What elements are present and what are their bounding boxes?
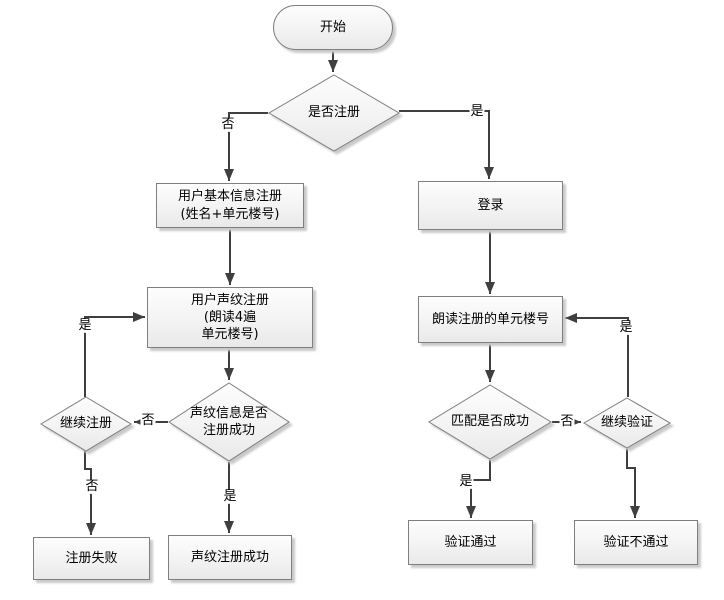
- node-user-voiceprint-register: 用户声纹注册 (朗读4遍 单元楼号): [147, 287, 313, 348]
- edge-label-continue-register-no: 否: [84, 478, 100, 495]
- node-is-registered-label: 是否注册: [307, 105, 360, 121]
- edge-label-continue-register-yes: 是: [77, 317, 93, 334]
- node-user-basic-info-register: 用户基本信息注册 (姓名+单元楼号): [156, 183, 304, 228]
- node-continue-verify-label: 继续验证: [600, 415, 653, 431]
- node-verify-not-passed-label: 验证不通过: [603, 534, 669, 550]
- node-read-registered-unit-number: 朗读注册的单元楼号: [418, 296, 563, 343]
- node-voiceprint-register-success: 声纹注册成功: [168, 535, 292, 580]
- node-verify-not-passed: 验证不通过: [574, 520, 698, 565]
- edge-match-yes: [466, 460, 491, 518]
- edge-continue-register-yes: [84, 312, 145, 397]
- edge-label-voiceprint-ok-no: 否: [140, 412, 156, 429]
- node-read-registered-unit-number-label: 朗读注册的单元楼号: [431, 311, 549, 327]
- node-decision-is-registered: 是否注册: [268, 74, 400, 152]
- node-login: 登录: [418, 181, 563, 230]
- diamond-shape: [268, 74, 400, 152]
- node-decision-continue-register: 继续注册: [40, 396, 132, 452]
- edge-is-registered-yes: [399, 110, 494, 179]
- node-user-voiceprint-register-label: 用户声纹注册 (朗读4遍 单元楼号): [190, 292, 269, 343]
- node-voiceprint-register-success-label: 声纹注册成功: [190, 549, 269, 565]
- node-start-label: 开始: [319, 19, 346, 35]
- node-match-ok-label: 匹配是否成功: [450, 414, 529, 430]
- node-decision-continue-verify: 继续验证: [583, 397, 671, 449]
- edge-label-match-yes: 是: [458, 473, 474, 490]
- edge-label-continue-verify-yes: 是: [618, 319, 634, 336]
- node-start: 开始: [273, 5, 393, 50]
- node-register-failed-label: 注册失败: [65, 550, 118, 566]
- edge-label-match-no: 否: [559, 413, 575, 430]
- node-verify-passed: 验证通过: [408, 520, 533, 565]
- diamond-shape: [168, 382, 290, 462]
- edge-continue-verify-no: [626, 449, 640, 518]
- node-user-basic-info-register-label: 用户基本信息注册 (姓名+单元楼号): [177, 189, 282, 222]
- node-decision-voiceprint-registered-ok: 声纹信息是否 注册成功: [168, 382, 290, 462]
- node-register-failed: 注册失败: [33, 537, 150, 580]
- diamond-shape: [583, 397, 671, 449]
- edge-label-voiceprint-ok-yes: 是: [222, 488, 238, 505]
- node-decision-match-ok: 匹配是否成功: [428, 384, 552, 460]
- node-login-label: 登录: [477, 197, 504, 213]
- node-continue-register-label: 继续注册: [59, 416, 112, 432]
- edge-label-is-registered-yes: 是: [469, 103, 485, 120]
- node-voiceprint-registered-ok-label: 声纹信息是否 注册成功: [189, 405, 268, 438]
- edge-label-is-registered-no: 否: [220, 116, 236, 133]
- diamond-shape: [428, 384, 552, 460]
- node-verify-passed-label: 验证通过: [444, 534, 497, 550]
